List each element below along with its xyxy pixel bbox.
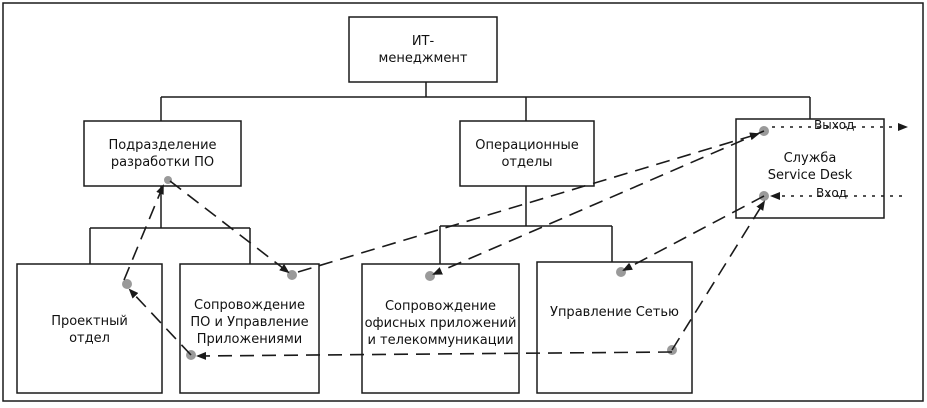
box-project-dept bbox=[16, 263, 163, 394]
entry-label: Вход bbox=[816, 186, 847, 200]
label-service-desk: Служба Service Desk bbox=[767, 151, 853, 183]
label-sw-support: Сопровождение ПО и Управление Приложения… bbox=[190, 297, 309, 347]
box-office-support bbox=[361, 263, 520, 394]
box-network bbox=[536, 261, 693, 394]
box-sw-support bbox=[179, 263, 320, 394]
box-operations bbox=[459, 120, 595, 187]
tree-connectors bbox=[89, 82, 811, 264]
label-network: Управление Сетью bbox=[550, 304, 679, 320]
label-project-dept: Проектный отдел bbox=[51, 314, 128, 346]
label-operations: Операционные отделы bbox=[475, 137, 579, 170]
label-dev-division: Подразделение разработки ПО bbox=[108, 137, 217, 170]
box-it-management bbox=[348, 16, 498, 83]
outer-frame bbox=[2, 2, 924, 402]
label-it-management: ИТ- менеджмент bbox=[378, 33, 468, 66]
flow-arrows bbox=[123, 123, 908, 360]
label-office-support: Сопровождение офисных приложений и телек… bbox=[364, 298, 517, 348]
exit-label: Выход bbox=[814, 118, 855, 132]
